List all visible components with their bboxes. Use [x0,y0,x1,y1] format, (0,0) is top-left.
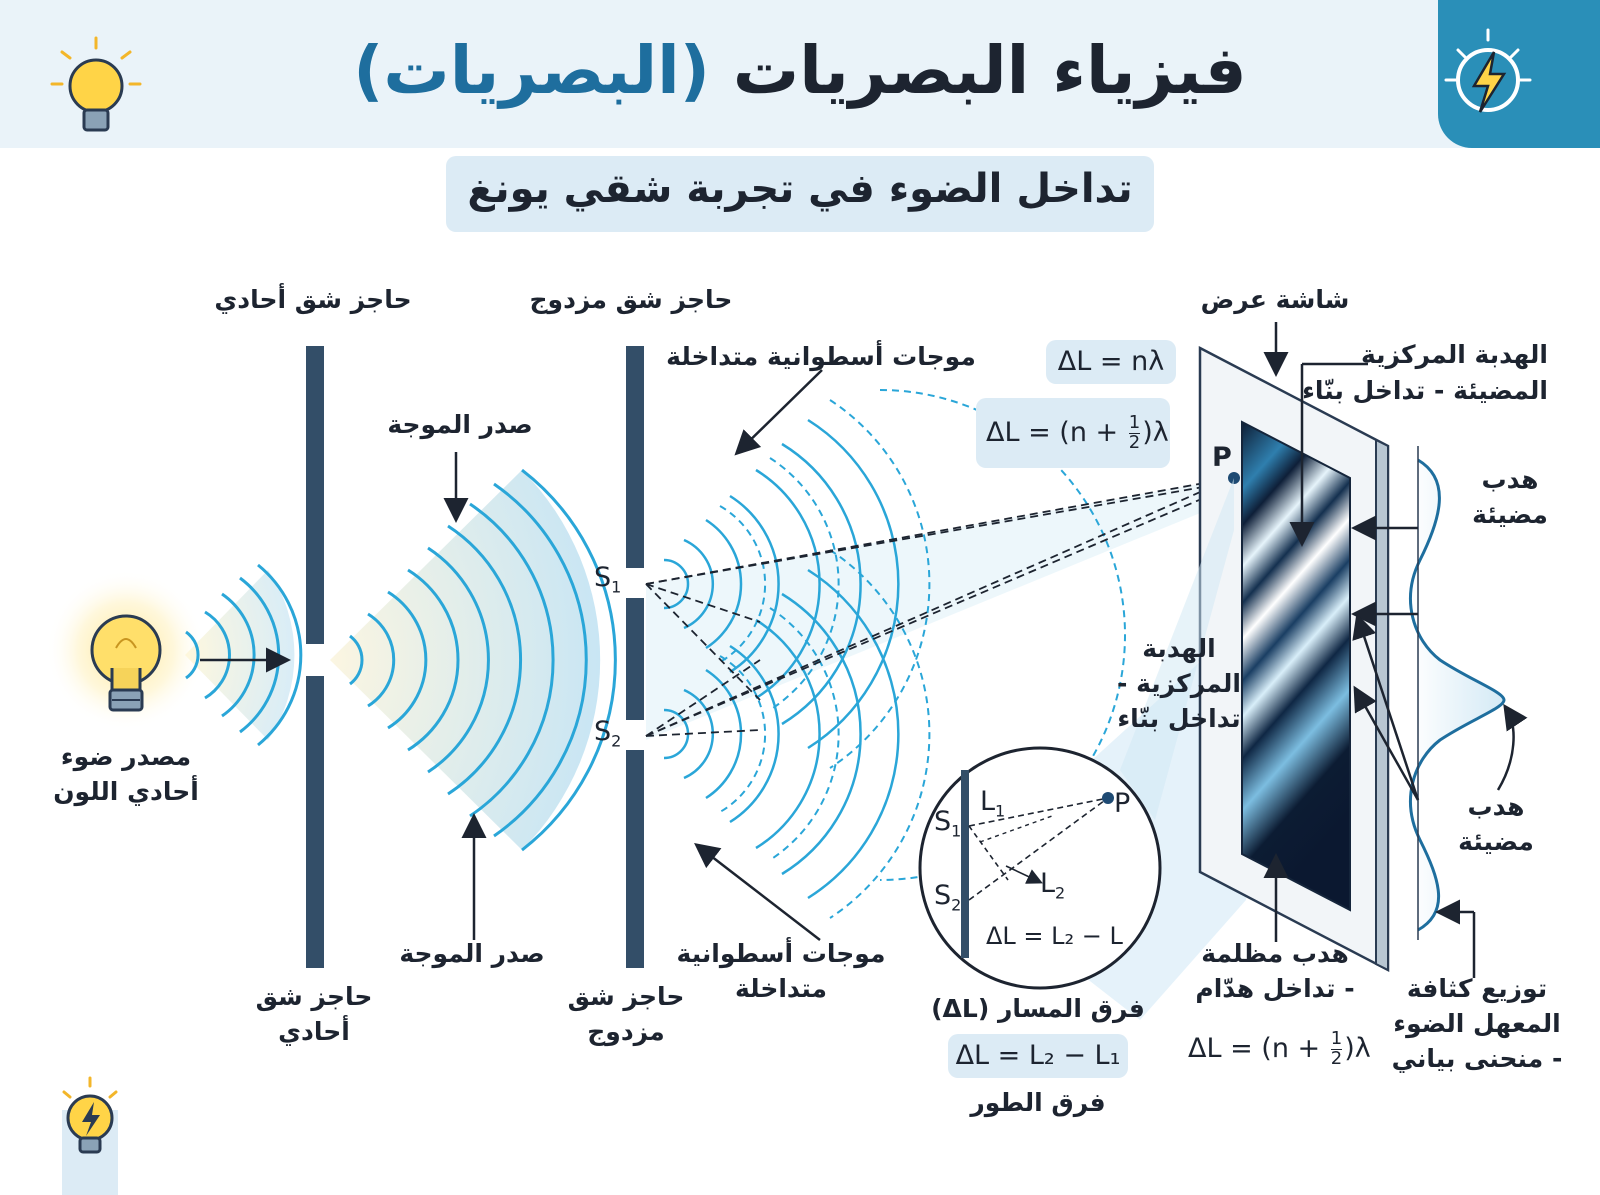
label-intensity-3: - منحنى بياني [1391,1044,1563,1073]
label-double-slit-top: حاجز شق مزدوج [529,285,733,314]
slit-s1-label: S1 [594,562,621,596]
display-screen [1198,345,1390,973]
dark-formula-suffix: )λ [1142,416,1169,448]
label-cylindrical-waves-bottom-2: متداخلة [734,974,828,1003]
inset-s1-label: S1 [934,806,961,840]
label-wavefront-top: صدر الموجة [387,410,533,439]
label-cylindrical-waves-bottom-1: موجات أسطوانية [676,939,886,968]
label-bright-fringe-1a: هدب [1481,465,1539,494]
label-dark-fringe-2: - تداخل هدّام [1195,974,1355,1003]
label-single-slit-bottom-1: حاجز شق [255,982,373,1011]
label-phase-difference: فرق الطور [970,1088,1106,1117]
dark-formula-prefix: ΔL = (n + [986,416,1127,448]
lightning-icon [1444,28,1532,113]
page-subtitle: تداخل الضوء في تجربة شقي يونغ [467,166,1133,212]
dark-fringe-frac-den: 2 [1330,1047,1343,1069]
single-slit-barrier [306,346,324,968]
title-main: فيزياء البصريات [732,32,1247,109]
label-double-slit-bottom-1: حاجز شق [567,982,685,1011]
title-highlight: (البصريات) [353,32,710,109]
slit-s1-letter: S [594,562,612,593]
inset-s1-sub: 1 [951,821,962,841]
label-cylindrical-waves-top: موجات أسطوانية متداخلة [666,342,976,371]
inset-l1-letter: L [980,786,996,817]
dark-formula-frac-num: 1 [1128,412,1141,434]
path-rays [645,477,1233,737]
label-double-slit-bottom-2: مزدوج [587,1017,665,1046]
path-difference-inset [918,746,1162,990]
slit-s2-letter: S [594,716,612,747]
bright-formula: ΔL = nλ [1057,346,1165,377]
label-central-fringe-top-1: الهدبة المركزية [1360,340,1548,369]
dark-fringe-formula-prefix: ΔL = (n + [1188,1032,1329,1064]
label-single-slit-top: حاجز شق أحادي [214,285,412,314]
label-wavefront-bottom: صدر الموجة [399,939,545,968]
lightbulb-icon [50,36,142,132]
label-screen: شاشة عرض [1200,285,1350,314]
subtitle-box [446,156,1154,232]
wavefront-fan-2 [330,470,601,850]
label-path-difference: فرق المسار (ΔL) [931,994,1145,1023]
label-source-1: مصدر ضوء [60,742,192,771]
inset-s2-sub: 2 [951,895,962,915]
inset-l1-sub: 1 [995,801,1006,821]
slit-s1-sub: 1 [611,577,622,597]
slit-s2-sub: 2 [611,731,622,751]
label-dark-fringe-1: هدب مظلمة [1201,939,1349,968]
header-band [0,0,1600,148]
inset-s1-letter: S [934,806,952,837]
label-single-slit-bottom-2: أحادي [278,1017,350,1046]
inset-l2-letter: L [1040,868,1056,899]
light-source [46,570,206,730]
label-bright-fringe-1b: مضيئة [1472,500,1548,529]
label-bright-fringe-2b: مضيئة [1458,827,1534,856]
incident-waves [185,563,303,747]
inset-l2-label: L2 [1040,868,1065,902]
bright-formula-pill [1046,340,1176,384]
double-slit-barrier [626,346,644,968]
page-title: فيزياء البصريات (البصريات) [330,32,1270,109]
label-central-fringe-mid-3: تداخل بنّاء [1117,704,1241,733]
label-central-fringe-mid-2: المركزية - [1117,669,1241,698]
label-central-fringe-top-2: المضيئة - تداخل بنّاء [1302,376,1548,405]
lightbulb-bolt-icon [62,1076,118,1195]
slit-s2-label: S2 [594,716,621,750]
label-source-2: أحادي اللون [53,777,199,806]
inset-s2-letter: S [934,880,952,911]
label-bright-fringe-2a: هدب [1467,792,1525,821]
screen-point-p: P [1212,442,1232,473]
dark-fringe-frac-num: 1 [1330,1028,1343,1050]
inset-point-p: P [1114,788,1131,819]
inset-l2-sub: 2 [1055,883,1066,903]
path-formula-pill [948,1034,1128,1078]
inset-s2-label: S2 [934,880,961,914]
path-formula: ΔL = L₂ − L₁ [955,1040,1121,1071]
diffracted-waves [349,468,617,852]
label-intensity-1: توزيع كثافة [1406,974,1548,1003]
inset-l1-label: L1 [980,786,1005,820]
label-intensity-2: المعهل الضوء [1393,1009,1561,1038]
wavefront-fan-1 [185,570,295,740]
inset-path-formula: ΔL = L₂ − L [986,922,1123,950]
dark-formula-frac-den: 2 [1128,431,1141,453]
cylindrical-waves [663,418,900,900]
label-central-fringe-mid-1: الهدبة [1142,634,1216,663]
dark-fringe-formula-suffix: )λ [1344,1032,1371,1064]
